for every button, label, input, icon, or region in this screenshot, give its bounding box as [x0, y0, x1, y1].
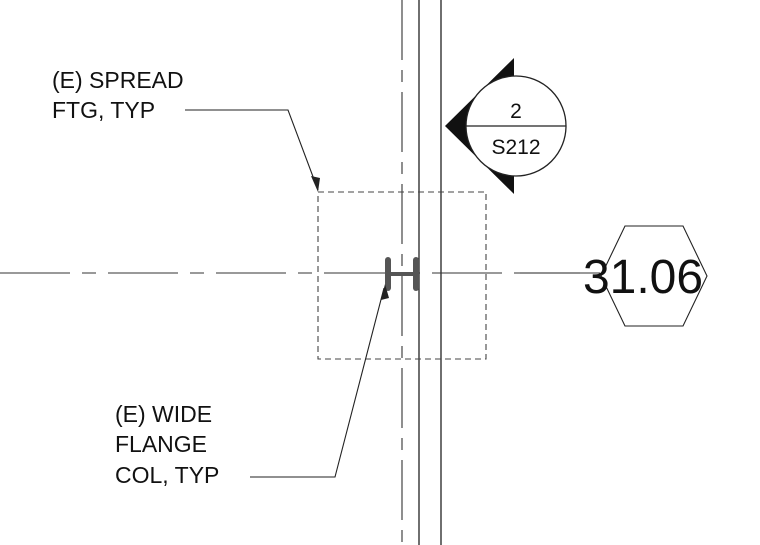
wide-flange-column-symbol [385, 257, 419, 291]
section-number: 2 [510, 100, 522, 123]
spread-footing-note: (E) SPREAD FTG, TYP [52, 67, 190, 123]
column-note-line-3: COL, TYP [115, 462, 219, 488]
section-callout: 2 S212 [445, 58, 567, 194]
grid-label: 31.06 [583, 251, 703, 304]
section-sheet-reference: S212 [491, 136, 540, 159]
grid-bubble: 31.06 [520, 225, 708, 327]
spread-footing-note-line-2: FTG, TYP [52, 97, 155, 123]
spread-footing-outline [317, 191, 487, 360]
column-leader [250, 284, 389, 478]
column-note-line-1: (E) WIDE [115, 401, 212, 427]
spread-footing-note-line-1: (E) SPREAD [52, 67, 184, 93]
wide-flange-column-note: (E) WIDE FLANGE COL, TYP [115, 401, 219, 488]
column-note-line-2: FLANGE [115, 431, 207, 457]
spread-footing-leader [185, 109, 320, 192]
